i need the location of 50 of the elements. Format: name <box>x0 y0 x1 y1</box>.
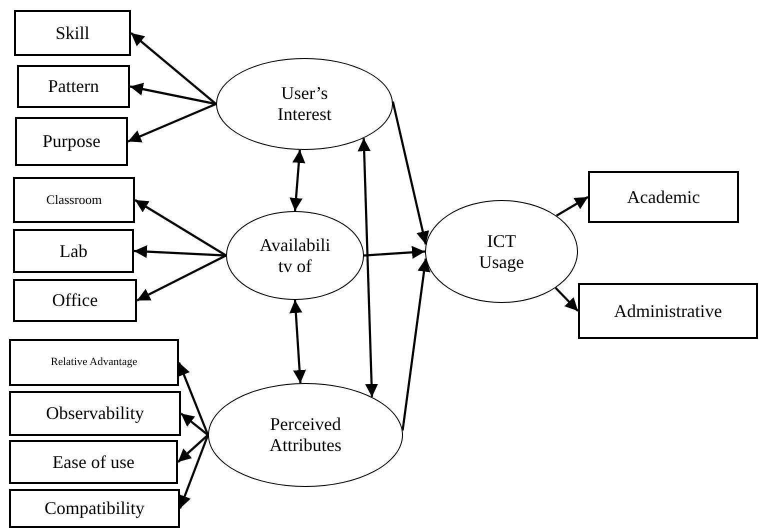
factor-box <box>9 339 179 386</box>
arrow <box>402 258 430 431</box>
factor-box <box>9 440 178 484</box>
node-label: ICT Usage <box>478 230 525 272</box>
node-label: Perceived Attributes <box>268 414 342 456</box>
construct-ellipse <box>216 58 393 150</box>
construct-ellipse <box>208 383 403 487</box>
arrow <box>130 82 216 106</box>
arrow <box>180 412 209 436</box>
arrow <box>358 138 378 397</box>
node-label: Relative Advantage <box>50 356 138 369</box>
node-label: Administrative <box>614 300 722 322</box>
arrow <box>554 287 579 312</box>
factor-box <box>13 229 134 273</box>
arrow <box>128 102 216 143</box>
factor-box <box>9 391 181 436</box>
node-label: Pattern <box>48 76 99 97</box>
factor-box <box>14 10 131 56</box>
arrow <box>392 101 430 245</box>
factor-box <box>588 171 739 223</box>
node-label: Classroom <box>46 192 102 208</box>
arrow <box>290 150 306 212</box>
node-label: User’s Interest <box>276 83 332 125</box>
node-label: Observability <box>46 403 144 424</box>
arrow <box>556 196 589 217</box>
node-label: Academic <box>627 186 700 208</box>
arrow <box>178 434 210 509</box>
construct-ellipse <box>226 211 364 300</box>
arrow <box>134 245 226 258</box>
factor-box <box>13 177 135 223</box>
node-label: Compatibility <box>44 498 144 519</box>
factor-box <box>13 279 137 322</box>
node-label: Office <box>52 290 98 311</box>
factor-box <box>15 117 128 166</box>
arrow <box>177 434 209 463</box>
node-label: Purpose <box>42 131 100 152</box>
factor-box <box>9 489 180 528</box>
arrow <box>364 246 426 259</box>
factor-box <box>578 283 758 339</box>
arrow <box>134 199 227 256</box>
arrow <box>178 362 210 436</box>
node-label: Lab <box>60 240 88 262</box>
arrow <box>289 300 306 384</box>
factor-box <box>17 65 130 108</box>
node-label: Availabili tv of <box>258 234 332 276</box>
node-label: Ease of use <box>52 452 134 472</box>
node-label: Skill <box>55 22 90 44</box>
arrow <box>136 254 226 302</box>
construct-ellipse <box>425 200 578 303</box>
arrow <box>130 32 217 105</box>
